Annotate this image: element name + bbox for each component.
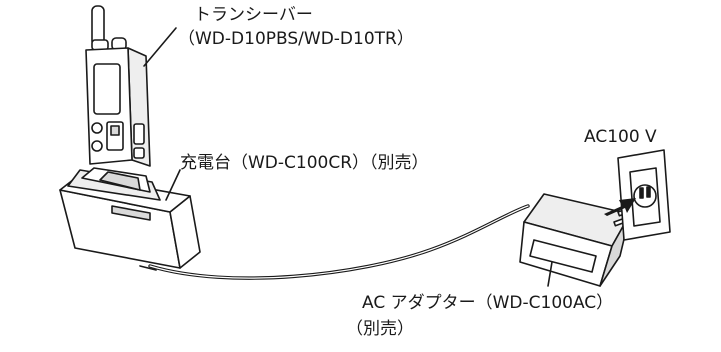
transceiver-leader xyxy=(143,27,177,67)
ac-adapter-illustration xyxy=(519,193,631,287)
wall-outlet-illustration xyxy=(617,149,671,241)
ac-voltage-label: AC100 V xyxy=(584,127,657,147)
charger-leader xyxy=(165,169,181,201)
charger-label: 充電台（WD-C100CR）（別売） xyxy=(180,153,429,173)
charger-illustration xyxy=(59,167,201,271)
adapter-note-label: （別売） xyxy=(346,319,414,339)
transceiver-models-label: （WD-D10PBS/WD-D10TR） xyxy=(178,29,414,49)
adapter-leader xyxy=(547,261,553,287)
adapter-label: AC アダプター（WD-C100AC） xyxy=(362,293,614,313)
power-cable xyxy=(148,204,530,280)
transceiver-illustration xyxy=(85,5,151,167)
insert-arrow xyxy=(604,198,636,216)
transceiver-name-label: トランシーバー xyxy=(194,5,313,25)
